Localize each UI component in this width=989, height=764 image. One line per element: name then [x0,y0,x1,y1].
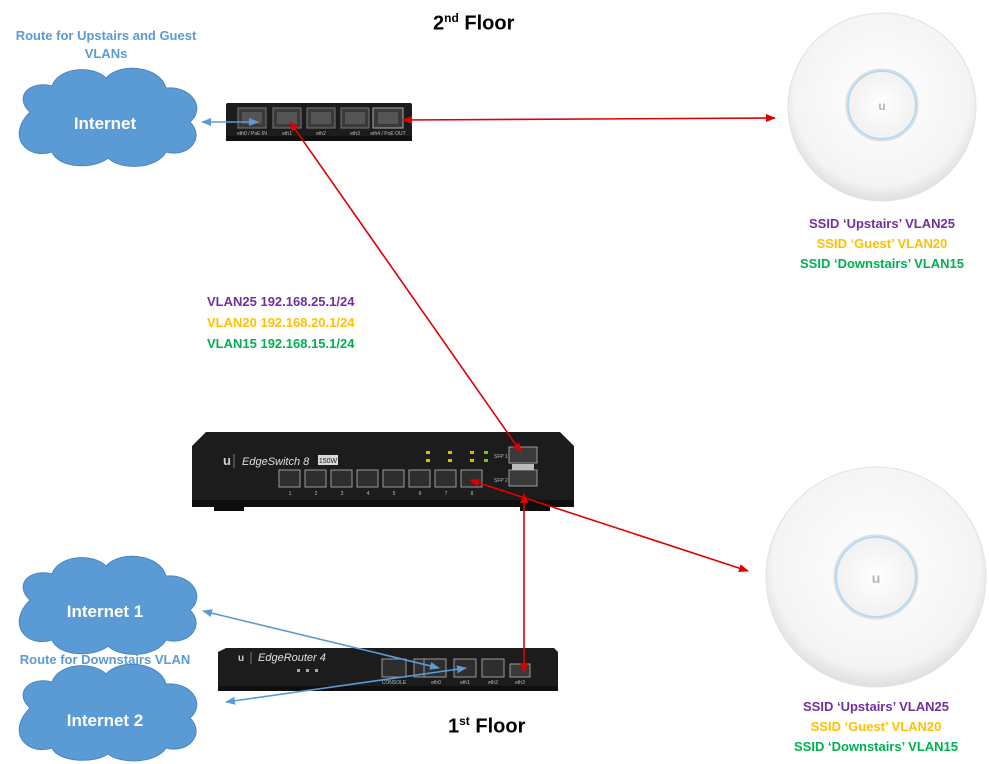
edgeswitch-device: u EdgeSwitch 8 150W 1 2 3 4 5 [192,432,574,511]
cloud-internet-1: Internet 1 [18,555,198,655]
floor-ordinal: nd [444,11,459,25]
edgerouter-device: u EdgeRouter 4 CONSOLE eth0 eth1 eth2 et… [218,648,558,691]
poe-port-label: eth3 [350,131,360,137]
ssid-line: SSID ‘Guest’ VLAN20 [816,236,948,251]
ubiquiti-logo-icon: u [238,653,244,664]
ssid-line: SSID ‘Guest’ VLAN20 [810,719,942,734]
ssid-list-lower: SSID ‘Upstairs’ VLAN25 SSID ‘Guest’ VLAN… [776,697,976,757]
access-point-upper: u [787,12,977,202]
route-note-upstairs-guest: Route for Upstairs and Guest VLANs [15,28,197,61]
poe-port-label: eth1 [282,131,292,137]
poe-router-ports [237,107,404,129]
router-port-label: eth1 [460,680,470,686]
cloud-label-internet: Internet [74,114,137,133]
floor-ordinal: st [459,714,470,728]
ssid-list-upper: SSID ‘Upstairs’ VLAN25 SSID ‘Guest’ VLAN… [782,214,982,274]
switch-port-label: 4 [367,491,370,497]
switch-port-label: 3 [341,491,344,497]
link-poe-router-to-switch-sfp [289,121,522,453]
switch-port-label: 5 [393,491,396,497]
link-switch-to-lower-ap [469,478,749,573]
router-name: EdgeRouter 4 [258,652,326,664]
vlan-subnet-line: VLAN20 192.168.20.1/24 [207,315,355,330]
link-internet-2-to-edgerouter [225,665,467,705]
ubiquiti-logo-icon: u [878,99,885,113]
floor-number: 1 [448,715,460,738]
ssid-line: SSID ‘Downstairs’ VLAN15 [794,739,958,754]
link-poe-router-to-upper-ap [402,114,776,124]
switch-port-label: 6 [419,491,422,497]
cloud-label-internet-2: Internet 2 [67,711,144,730]
switch-sfp-label: SFP 2 [494,478,508,484]
router-port-label: eth2 [488,680,498,686]
switch-port-label: 8 [471,491,474,497]
vlan-subnet-list: VLAN25 192.168.25.1/24 VLAN20 192.168.20… [207,291,354,354]
ubiquiti-logo-icon: u [223,453,231,468]
floor-number: 2 [433,12,445,35]
floor-word: Floor [464,12,515,35]
floor-label-second: 2nd Floor [433,11,514,36]
poe-port-label: eth4 / PoE OUT [370,131,405,137]
switch-name: EdgeSwitch 8 [242,456,310,468]
switch-badge: 150W [319,458,338,465]
ssid-line: SSID ‘Downstairs’ VLAN15 [800,256,964,271]
route-note-downstairs: Route for Downstairs VLAN [19,652,191,667]
access-point-lower: u [765,466,987,688]
switch-port-label: 2 [315,491,318,497]
ssid-line: SSID ‘Upstairs’ VLAN25 [803,699,949,714]
link-internet-1-to-edgerouter [202,609,440,670]
vlan-subnet-line: VLAN25 192.168.25.1/24 [207,294,355,309]
router-port-label: eth3 [515,680,525,686]
router-port-label: eth0 [431,680,441,686]
ubiquiti-logo-icon: u [872,570,881,586]
switch-sfp-label: SFP 1 [494,454,508,460]
poe-port-label: eth0 / PoE IN [237,131,267,137]
cloud-internet-2: Internet 2 [18,663,198,762]
switch-ports [278,469,483,488]
vlan-subnet-line: VLAN15 192.168.15.1/24 [207,336,355,351]
floor-label-first: 1st Floor [448,714,525,739]
ssid-line: SSID ‘Upstairs’ VLAN25 [809,216,955,231]
switch-port-label: 7 [445,491,448,497]
floor-word: Floor [475,715,526,738]
router-port-label: CONSOLE [382,680,407,686]
cloud-internet-top: Internet [18,67,198,167]
switch-port-label: 1 [289,491,292,497]
links [201,114,776,705]
poe-port-label: eth2 [316,131,326,137]
cloud-label-internet-1: Internet 1 [67,602,144,621]
switch-sfp-ports [508,446,538,487]
